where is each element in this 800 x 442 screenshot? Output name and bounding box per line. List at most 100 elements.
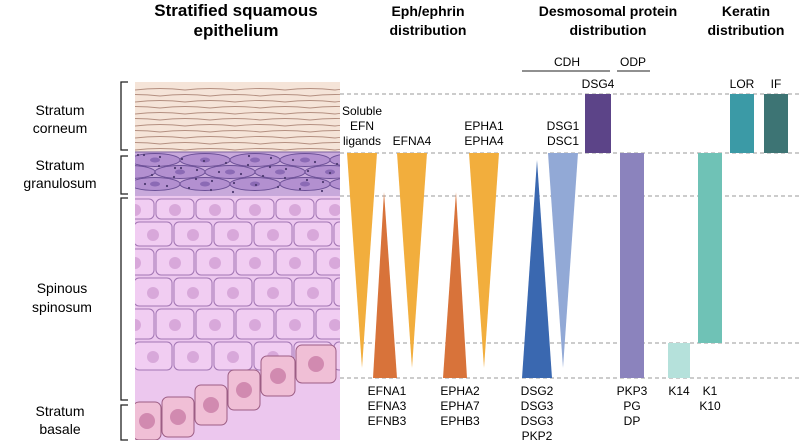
soluble-efn-wedge [347, 153, 377, 368]
dsg4-bar [585, 94, 611, 153]
label-soluble-2: EFN [350, 119, 374, 133]
granulosum-cell [329, 154, 340, 166]
label-dsc1: DSC1 [547, 134, 579, 148]
label-corneum-line2: corneum [33, 120, 87, 136]
keratohyalin-granule [283, 176, 287, 180]
dsg1-wedge [548, 153, 578, 368]
granulosum-cell [329, 178, 340, 190]
keratohyalin-granule [143, 182, 147, 186]
spinous-cell [333, 221, 340, 247]
corneum-flake-line [135, 118, 340, 121]
granulosum-nucleus [200, 181, 210, 187]
layer-labels: Stratum corneum Stratum granulosum Spino… [23, 102, 96, 437]
keratohyalin-granule [195, 168, 199, 172]
spinous-nucleus [307, 287, 319, 299]
granulosum-nucleus [150, 181, 160, 187]
label-pg: PG [623, 399, 640, 413]
keratohyalin-granule [217, 170, 221, 174]
spinous-nucleus [267, 229, 279, 241]
label-dp: DP [624, 414, 641, 428]
corneum-flake-line [135, 124, 340, 127]
keratohyalin-granule [298, 187, 302, 191]
keratohyalin-granule [187, 186, 191, 190]
keratohyalin-granule [232, 181, 236, 185]
label-lor: LOR [730, 77, 755, 91]
keratohyalin-granule [269, 156, 273, 160]
keratohyalin-granule [136, 153, 140, 157]
label-dsg1: DSG1 [547, 119, 580, 133]
label-k14: K14 [668, 384, 690, 398]
efna1-wedge [373, 192, 397, 378]
keratohyalin-granule [284, 167, 288, 171]
spinous-cell [135, 248, 155, 276]
label-granulosum-line2: granulosum [23, 175, 96, 191]
spinous-nucleus [135, 257, 141, 269]
corneum-flake-line [135, 142, 340, 145]
header-eph-line2: distribution [390, 22, 467, 38]
keratohyalin-granule [173, 166, 177, 170]
label-epha2: EPHA2 [440, 384, 480, 398]
header-epithelium-line1: Stratified squamous [154, 1, 317, 20]
spinous-cells [135, 198, 359, 371]
spinous-nucleus [227, 287, 239, 299]
keratohyalin-granule [172, 175, 176, 179]
basal-nucleus [203, 397, 219, 413]
spinous-cell [135, 308, 155, 340]
label-epha7: EPHA7 [440, 399, 480, 413]
group-cdh-label: CDH [554, 55, 580, 69]
keratohyalin-granule [261, 174, 265, 178]
keratohyalin-granule [179, 166, 183, 170]
spinous-nucleus [267, 287, 279, 299]
keratohyalin-granule [210, 179, 214, 183]
bracket-spinosum [120, 197, 128, 401]
label-epha4: EPHA4 [464, 134, 504, 148]
spinous-nucleus [209, 257, 221, 269]
spinous-cell [135, 198, 155, 220]
basal-nucleus [270, 368, 286, 384]
granulosum-cell [304, 165, 340, 179]
header-keratin-line1: Keratin [722, 3, 770, 19]
keratohyalin-granule [335, 162, 339, 166]
spinous-nucleus [289, 204, 301, 216]
spinous-nucleus [135, 319, 141, 331]
dsg2-wedge [522, 160, 552, 378]
label-spinosum-line1: Spinous [37, 280, 88, 296]
epha1-wedge [469, 153, 499, 368]
corneum-flake-line [135, 100, 340, 103]
tissue-illustration [125, 82, 359, 440]
keratohyalin-granule [246, 163, 250, 167]
keratohyalin-granule [321, 180, 325, 184]
label-ephb3: EPHB3 [440, 414, 480, 428]
keratohyalin-granule [180, 157, 184, 161]
granulosum-cells [125, 153, 340, 194]
spinous-cell [333, 341, 340, 371]
eph-ephrin-markers [347, 153, 499, 378]
bracket-granulosum [120, 155, 128, 195]
keratohyalin-granule [254, 183, 258, 187]
keratohyalin-granule [313, 160, 317, 164]
spinous-nucleus [169, 319, 181, 331]
granulosum-nucleus [125, 170, 135, 175]
keratohyalin-granule [158, 155, 162, 159]
keratohyalin-granule [276, 185, 280, 189]
label-spinosum-line2: spinosum [32, 299, 92, 315]
spinous-nucleus [329, 319, 340, 331]
spinous-nucleus [307, 229, 319, 241]
desmosomal-markers [522, 94, 644, 378]
corneum-flake-line [135, 136, 340, 139]
spinous-nucleus [169, 204, 181, 216]
spinous-nucleus [289, 257, 301, 269]
keratohyalin-granule [268, 165, 272, 169]
label-corneum-line1: Stratum [35, 102, 84, 118]
granulosum-nucleus [225, 169, 235, 175]
granulosum-nucleus [300, 181, 310, 187]
spinous-nucleus [347, 351, 359, 363]
corneum-flake-line [135, 148, 340, 151]
label-efna4: EFNA4 [393, 134, 432, 148]
corneum-flake-line [135, 106, 340, 109]
keratohyalin-granule [239, 172, 243, 176]
label-efna1: EFNA1 [368, 384, 407, 398]
label-k1: K1 [703, 384, 718, 398]
spinous-nucleus [187, 287, 199, 299]
